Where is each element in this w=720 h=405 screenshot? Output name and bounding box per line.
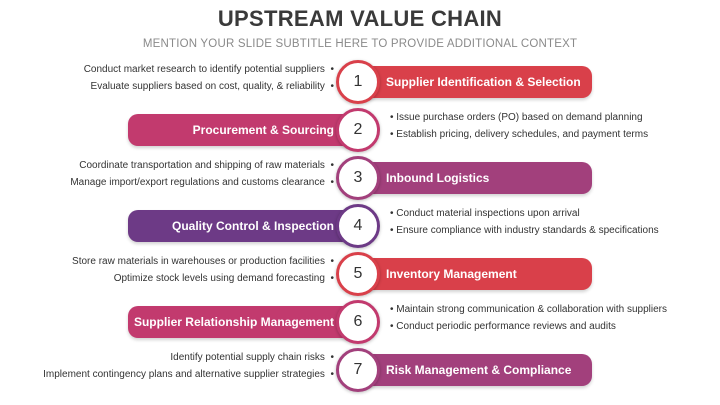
step-bullets: Issue purchase orders (PO) based on dema… [390, 109, 648, 143]
bullet-item: Optimize stock levels using demand forec… [72, 270, 334, 287]
bullet-item: Establish pricing, delivery schedules, a… [390, 126, 648, 143]
step-label: Quality Control & Inspection [171, 219, 334, 233]
step-bullets: Maintain strong communication & collabor… [390, 301, 667, 335]
bullet-item: Conduct periodic performance reviews and… [390, 318, 667, 335]
bullet-item: Manage import/export regulations and cus… [70, 174, 334, 191]
step-number-circle: 6 [336, 300, 380, 344]
step-bullets: Coordinate transportation and shipping o… [70, 157, 334, 191]
step-number-circle: 4 [336, 204, 380, 248]
step-2: Procurement & Sourcing 2 Issue purchase … [0, 106, 720, 154]
step-label: Inventory Management [386, 267, 517, 281]
step-7: Risk Management & Compliance 7 Identify … [0, 346, 720, 394]
step-number: 5 [353, 265, 363, 282]
step-number-circle: 1 [336, 60, 380, 104]
step-label: Procurement & Sourcing [192, 123, 334, 137]
step-number: 3 [353, 169, 363, 186]
step-number-circle: 5 [336, 252, 380, 296]
step-number: 4 [353, 217, 363, 234]
step-banner: Risk Management & Compliance [360, 354, 592, 386]
bullet-item: Conduct material inspections upon arriva… [390, 205, 659, 222]
bullet-item: Issue purchase orders (PO) based on dema… [390, 109, 648, 126]
step-bullets: Identify potential supply chain risks Im… [43, 349, 334, 383]
step-bullets: Store raw materials in warehouses or pro… [72, 253, 334, 287]
step-label: Risk Management & Compliance [386, 363, 572, 377]
step-banner: Procurement & Sourcing [128, 114, 360, 146]
step-number: 7 [353, 361, 363, 378]
step-banner: Supplier Identification & Selection [360, 66, 592, 98]
step-number: 2 [353, 121, 363, 138]
step-banner: Inbound Logistics [360, 162, 592, 194]
bullet-item: Conduct market research to identify pote… [84, 61, 334, 78]
bullet-item: Ensure compliance with industry standard… [390, 222, 658, 239]
step-number-circle: 2 [336, 108, 380, 152]
step-banner: Quality Control & Inspection [128, 210, 360, 242]
step-5: Inventory Management 5 Store raw materia… [0, 250, 720, 298]
page-title: UPSTREAM VALUE CHAIN [217, 6, 503, 31]
step-label: Supplier Identification & Selection [386, 75, 581, 89]
step-3: Inbound Logistics 3 Coordinate transport… [0, 154, 720, 202]
step-4: Quality Control & Inspection 4 Conduct m… [0, 202, 720, 250]
step-6: Supplier Relationship Management 6 Maint… [0, 298, 720, 346]
bullet-item: Store raw materials in warehouses or pro… [72, 253, 334, 270]
step-number-circle: 7 [336, 348, 380, 392]
step-number: 6 [353, 313, 363, 330]
bullet-item: Coordinate transportation and shipping o… [70, 157, 334, 174]
step-number-circle: 3 [336, 156, 380, 200]
step-label: Inbound Logistics [386, 171, 490, 185]
step-banner: Inventory Management [360, 258, 592, 290]
bullet-item: Identify potential supply chain risks [43, 349, 334, 366]
step-bullets: Conduct material inspections upon arriva… [390, 205, 659, 239]
bullet-item: Implement contingency plans and alternat… [43, 366, 334, 383]
step-1: Supplier Identification & Selection 1 Co… [0, 58, 720, 106]
step-label: Supplier Relationship Management [133, 315, 334, 329]
bullet-item: Evaluate suppliers based on cost, qualit… [84, 78, 334, 95]
step-bullets: Conduct market research to identify pote… [84, 61, 334, 95]
step-banner: Supplier Relationship Management [128, 306, 360, 338]
step-number: 1 [353, 73, 363, 90]
page-subtitle: MENTION YOUR SLIDE SUBTITLE HERE TO PROV… [142, 38, 578, 50]
bullet-item: Maintain strong communication & collabor… [390, 301, 667, 318]
